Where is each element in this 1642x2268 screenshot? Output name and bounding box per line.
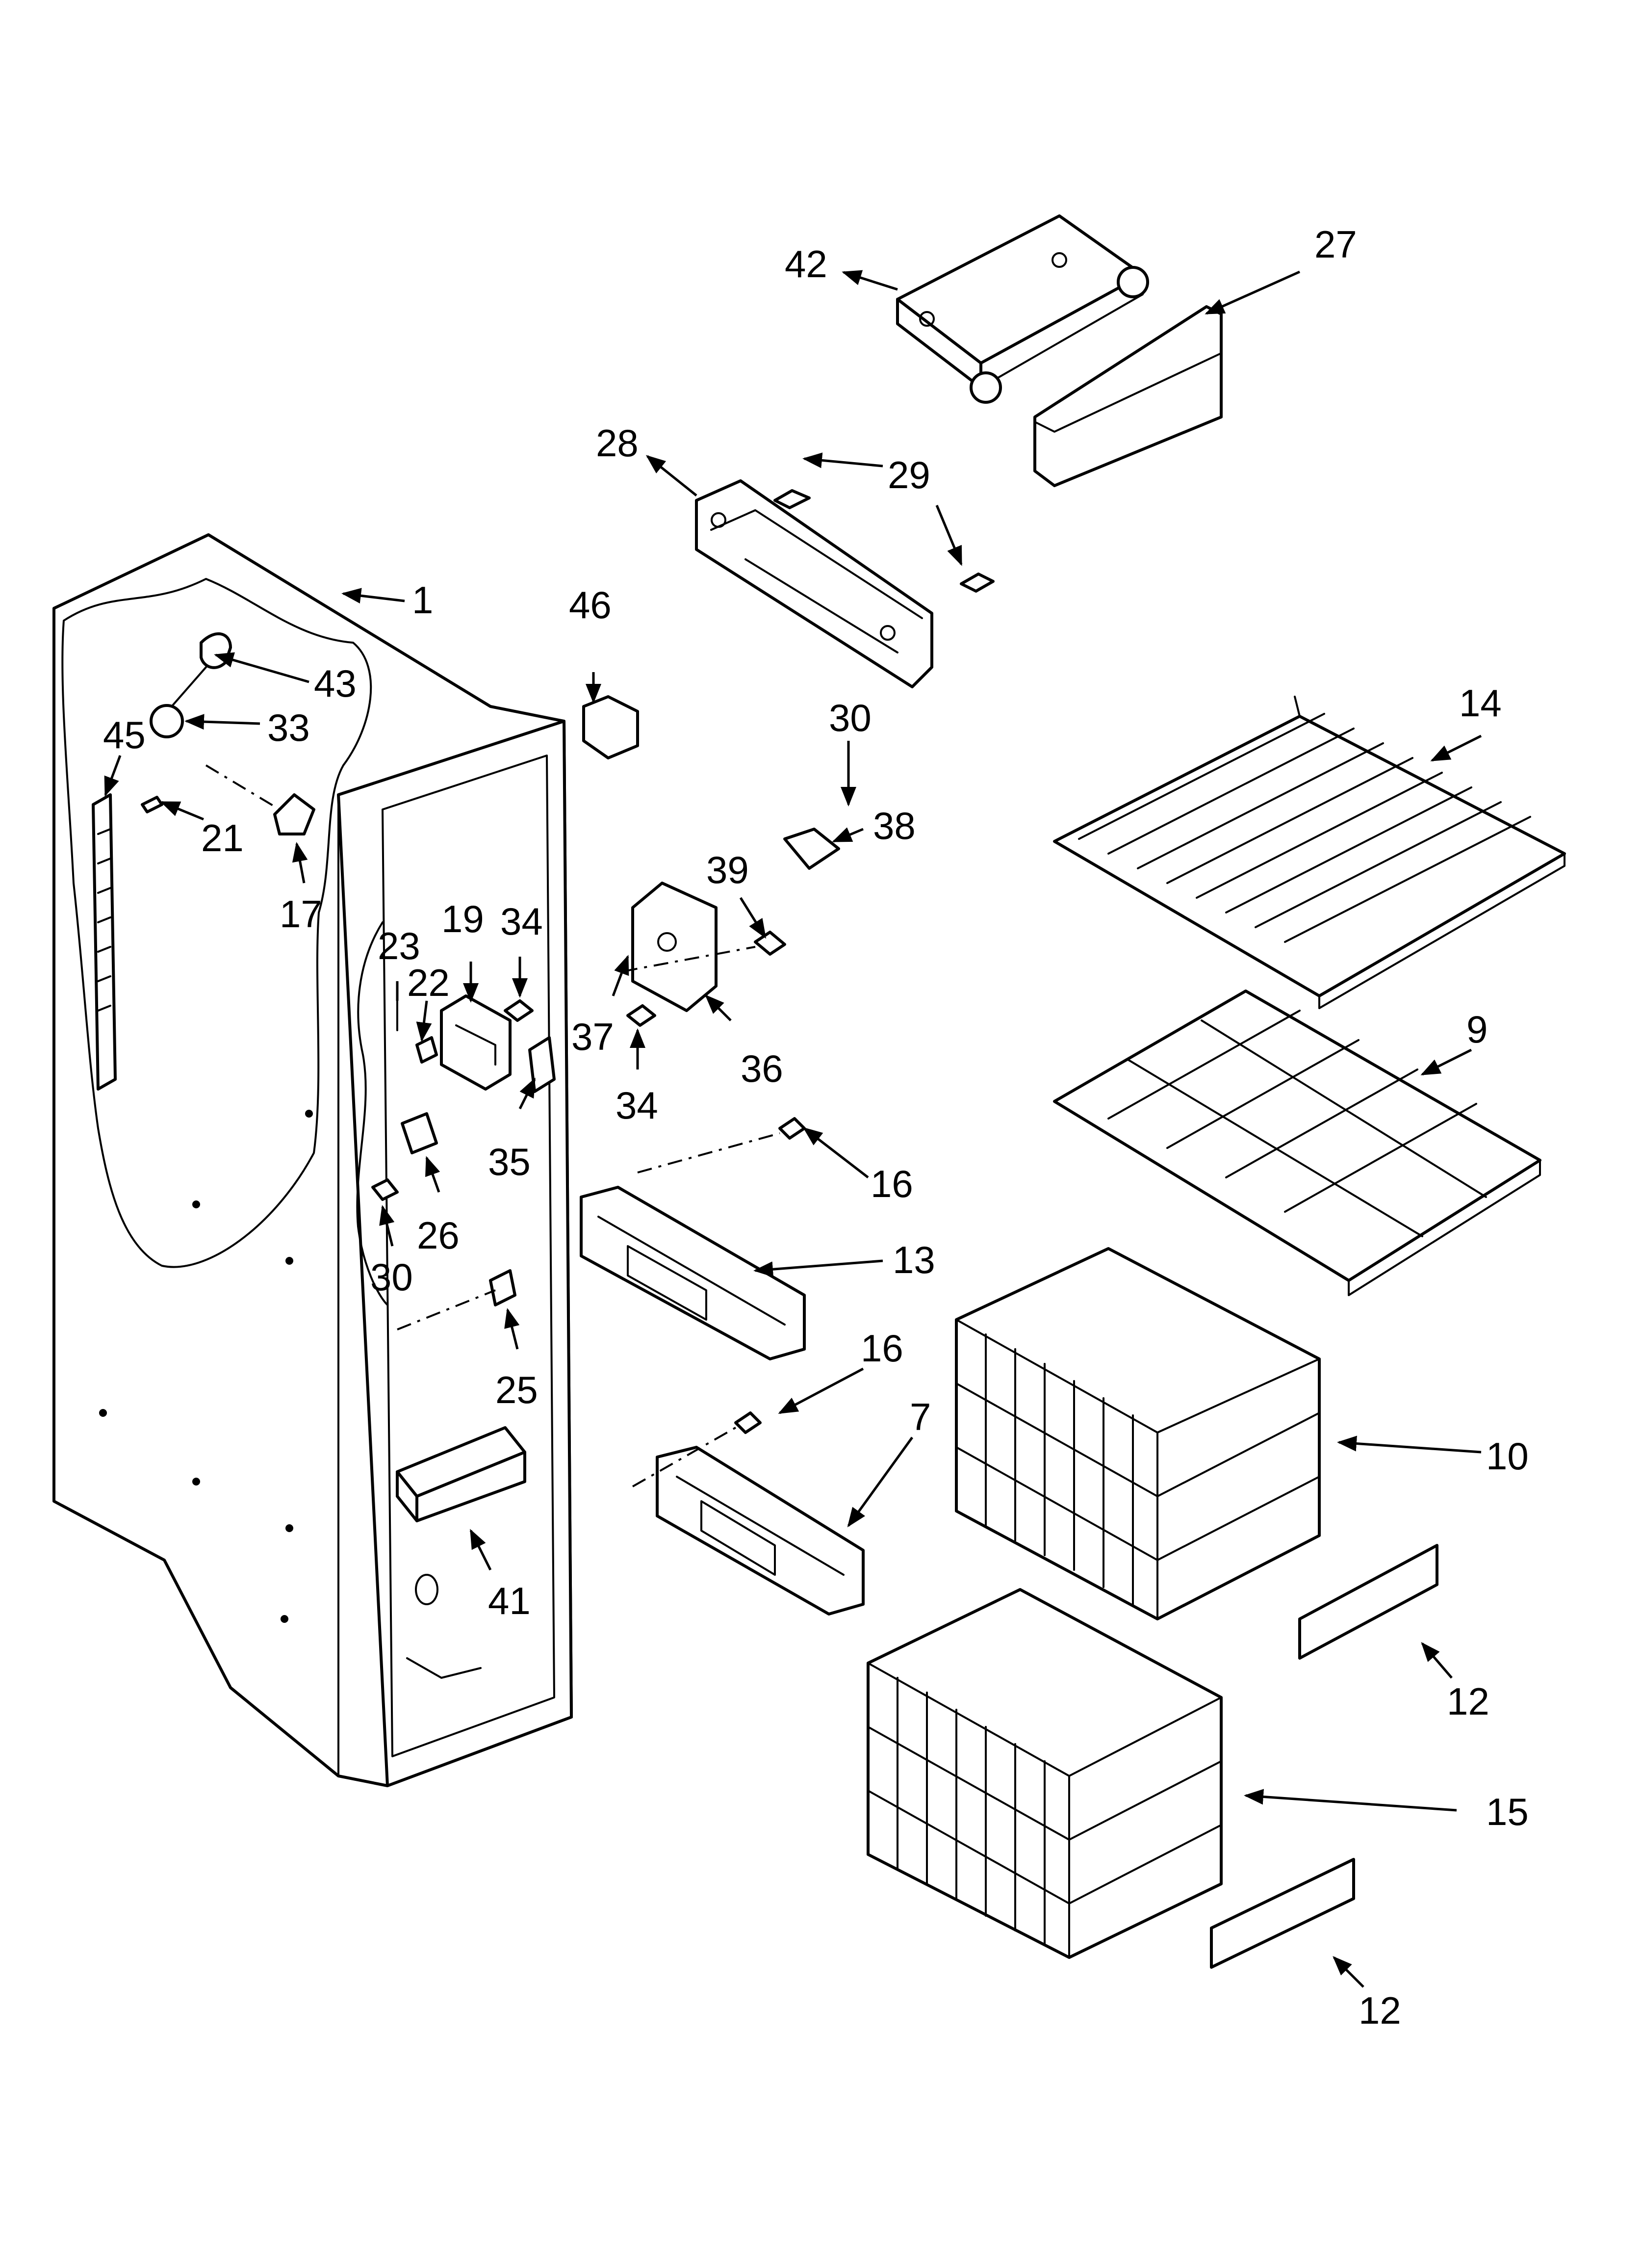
- clip-46: [582, 695, 639, 759]
- callout-30: 30: [829, 696, 872, 739]
- callout-7: 7: [910, 1395, 931, 1438]
- callout-25: 25: [495, 1368, 538, 1411]
- callout-15: 15: [1486, 1790, 1529, 1833]
- callout-45: 45: [103, 713, 146, 756]
- callout-10: 10: [1486, 1434, 1529, 1478]
- callout-labels: 1 7 9 10 12 12 13 14 15 16 16 17 19 21 2…: [103, 223, 1529, 2032]
- callout-19: 19: [441, 897, 484, 940]
- callout-38: 38: [873, 804, 916, 847]
- basket-15: [867, 1588, 1223, 1959]
- callout-22: 22: [407, 961, 450, 1004]
- callout-9: 9: [1466, 1008, 1488, 1051]
- callout-46: 46: [569, 583, 612, 626]
- callout-34: 34: [616, 1084, 658, 1127]
- callout-43: 43: [314, 662, 357, 705]
- basket-10: [955, 1247, 1321, 1620]
- callout-26: 26: [417, 1214, 460, 1257]
- callout-30: 30: [370, 1255, 413, 1299]
- callout-37: 37: [571, 1015, 614, 1058]
- callout-34: 34: [500, 900, 543, 943]
- callout-16: 16: [861, 1327, 903, 1370]
- leader-lines: [104, 270, 1482, 1988]
- callout-1: 1: [412, 578, 433, 622]
- drain-cover-41: [396, 1426, 526, 1679]
- callout-41: 41: [488, 1579, 531, 1622]
- callout-14: 14: [1459, 681, 1502, 725]
- trim-strips-12: [1210, 1544, 1438, 1969]
- rails: [580, 1117, 865, 1616]
- shelf-14: [1053, 696, 1566, 1009]
- callout-33: 33: [267, 706, 310, 749]
- callout-35: 35: [488, 1140, 531, 1183]
- callout-17: 17: [280, 892, 322, 936]
- cover-27: [1033, 305, 1223, 487]
- switch-parts: [371, 990, 556, 1330]
- hinge-42: [896, 214, 1149, 404]
- shelf-9: [1053, 990, 1541, 1296]
- callout-27: 27: [1314, 223, 1357, 266]
- callout-39: 39: [706, 848, 749, 891]
- light-socket-parts: [92, 632, 315, 1091]
- callout-13: 13: [893, 1238, 935, 1281]
- callout-29: 29: [888, 453, 930, 496]
- bracket-28: [695, 479, 995, 688]
- callout-12: 12: [1359, 1989, 1401, 2032]
- callout-16: 16: [871, 1162, 913, 1205]
- callout-12: 12: [1447, 1680, 1489, 1723]
- callout-42: 42: [785, 242, 827, 286]
- callout-36: 36: [741, 1047, 783, 1090]
- callout-23: 23: [378, 924, 420, 967]
- callout-21: 21: [201, 816, 244, 860]
- callout-28: 28: [596, 421, 639, 465]
